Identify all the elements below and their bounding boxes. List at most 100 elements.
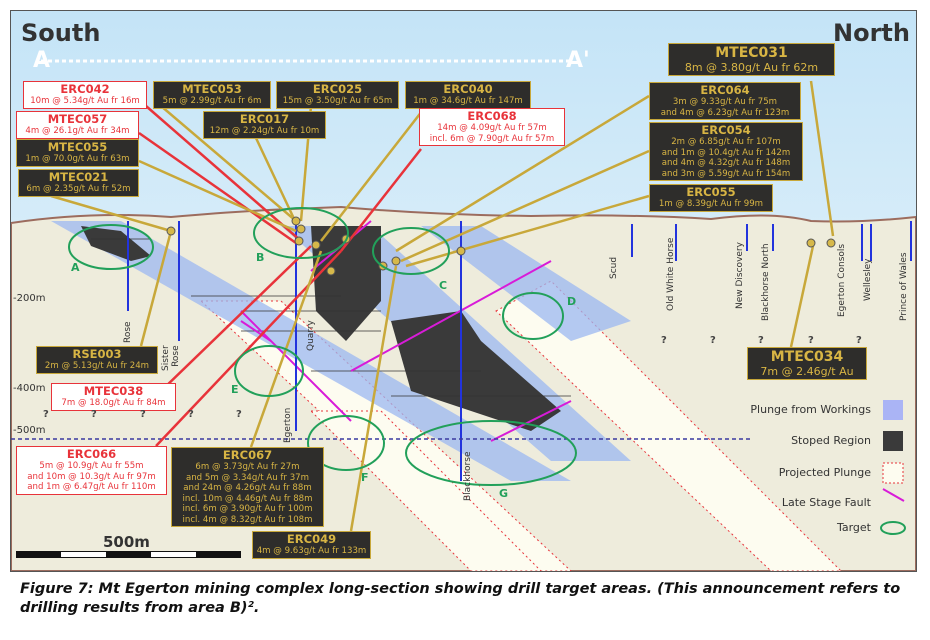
unknown-marker: ? [43,409,49,420]
section-start-label: A [33,48,51,73]
hole-id: MTEC031 [715,45,788,61]
intercept-line: and 1m @ 10.4g/t Au fr 142m [661,147,791,158]
unknown-marker: ? [808,335,814,346]
hole-id: ERC066 [66,447,117,461]
intercept-line: 3m @ 9.33g/t Au fr 75m [672,97,778,107]
scale-label: 500m [103,533,150,551]
working-label: Blackhorse North [761,243,771,321]
intercept-line: and 1m @ 6.47g/t Au fr 110m [27,482,156,492]
intercept-line: 6m @ 2.35g/t Au fr 52m [26,184,131,194]
intercept-line: 14m @ 4.09g/t Au fr 57m [437,123,547,133]
target-label-c: C [439,279,448,292]
target-label-a: A [71,261,80,274]
hole-id: MTEC055 [47,140,108,154]
working-label: Blackhorse [463,451,473,502]
depth-200m: -200m [13,293,46,304]
hole-id: MTEC038 [83,384,144,398]
intercept-line: 5m @ 10.9g/t Au fr 55m [39,461,144,471]
north-label: North [833,19,910,47]
intercept-line: 1m @ 8.39g/t Au fr 99m [658,199,764,209]
hole-id: ERC042 [60,82,110,96]
working-label: Quarry [306,320,316,351]
hole-id: ERC017 [239,112,290,126]
intercept-line: incl. 6m @ 3.90g/t Au fr 100m [182,504,313,514]
working-label: Scud [609,256,619,279]
working-label: Old White Horse [666,237,676,311]
working-label: New Discovery [735,242,745,309]
intercept-line: and 5m @ 3.34g/t Au fr 37m [185,472,310,483]
intercept-line: and 24m @ 4.26g/t Au fr 88m [183,483,312,493]
hole-id: ERC049 [286,532,337,546]
intercept-line: and 3m @ 5.59g/t Au fr 154m [661,168,791,179]
figure-caption: Figure 7: Mt Egerton mining complex long… [20,581,901,616]
target-label-g: G [499,487,509,500]
intercept-line: 2m @ 5.13g/t Au fr 24m [44,361,150,371]
intercept-line: and 4m @ 6.23g/t Au fr 123m [660,107,790,118]
legend-item-projected-plunge: Projected Plunge [778,466,871,479]
hole-id: MTEC021 [48,170,109,184]
intercept-line: 4m @ 9.63g/t Au fr 133m [256,546,367,556]
target-label-d: D [567,295,577,308]
working-label: Wellesley [863,258,873,302]
hole-id: ERC055 [686,185,736,199]
intercept-line: 4m @ 26.1g/t Au fr 34m [25,126,130,136]
unknown-marker: ? [710,335,716,346]
hole-id: ERC064 [700,83,750,97]
legend-item-stoped-region: Stoped Region [791,434,871,447]
unknown-marker: ? [140,409,146,420]
depth-500m: -500m [13,425,46,436]
intercept-line: 2m @ 6.85g/t Au fr 107m [671,137,781,147]
unknown-marker: ? [91,409,97,420]
intercept-line: 8m @ 3.80g/t Au fr 62m [684,61,819,74]
working-label: Prince of Wales [899,252,909,321]
hole-id: ERC040 [443,82,493,96]
hole-id: ERC054 [701,123,751,137]
hole-id: ERC025 [312,82,363,96]
working-label: Rose [123,321,133,343]
target-label-f: F [361,471,369,484]
target-ellipses [68,207,577,486]
intercept-line: incl. 10m @ 4.46g/t Au fr 88m [182,493,313,504]
intercept-line: 6m @ 3.73g/t Au fr 27m [195,462,300,472]
section-end-label: A' [566,48,590,73]
hole-id: RSE003 [72,347,122,361]
working-label: Egerton [283,407,293,443]
hole-id: MTEC053 [182,82,242,96]
intercept-line: 1m @ 70.0g/t Au fr 63m [25,154,130,164]
hole-id: MTEC034 [770,349,844,365]
target-label-b: B [256,251,265,264]
projected-plunge [199,280,842,571]
intercept-line: 1m @ 34.6g/t Au fr 147m [413,96,523,106]
intercept-line: 7m @ 2.46g/t Au [760,365,854,378]
leader-lines [50,80,835,532]
legend-item-late-stage-fault: Late Stage Fault [781,496,871,509]
intercept-line: 7m @ 18.0g/t Au fr 84m [61,398,166,408]
level-workings [91,238,571,397]
intercept-line: incl. 4m @ 8.32g/t Au fr 108m [182,514,313,525]
intercept-line: and 4m @ 4.32g/t Au fr 148m [661,158,791,168]
unknown-marker: ? [661,335,667,346]
shafts [127,221,912,481]
intercept-line: 10m @ 5.34g/t Au fr 16m [30,96,140,106]
depth-400m: -400m [13,383,46,394]
intercept-line: 5m @ 2.99g/t Au fr 6m [162,96,262,106]
hole-id: ERC068 [467,109,517,123]
unknown-marker: ? [236,409,242,420]
hole-id: MTEC057 [47,112,108,126]
unknown-marker: ? [758,335,764,346]
